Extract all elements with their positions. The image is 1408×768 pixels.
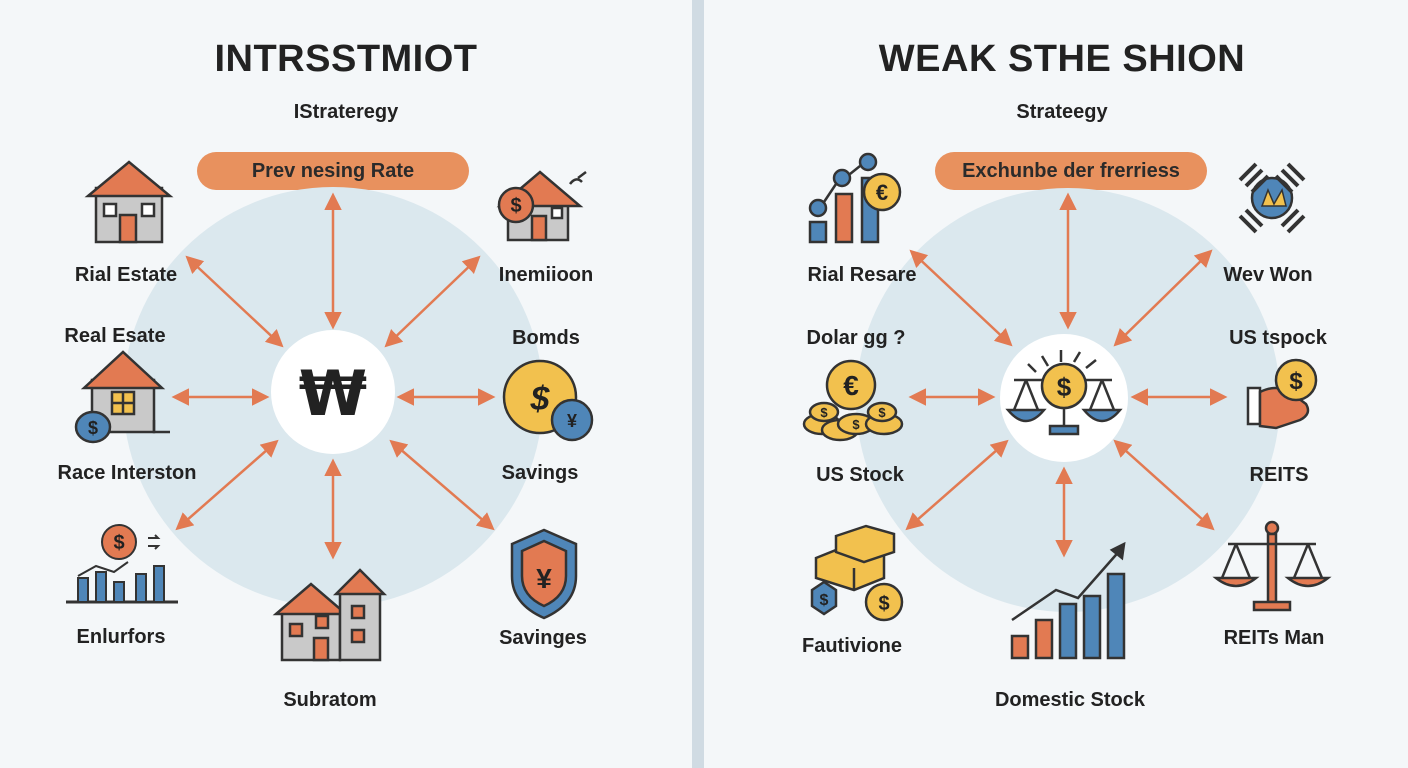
right-arrows	[905, 192, 1228, 558]
right-subtitle: Strateegy	[1016, 101, 1108, 123]
label-race-interest: Race Interston	[57, 462, 197, 484]
svg-text:$: $	[113, 532, 124, 554]
svg-text:$: $	[820, 592, 829, 609]
right-diagram: $ €	[802, 152, 1332, 660]
panel-divider	[692, 0, 704, 768]
hand-coin-icon: $	[1246, 358, 1318, 430]
svg-text:€: €	[876, 180, 888, 205]
buildings-icon	[272, 568, 388, 662]
label-bonds: Bomds	[512, 327, 580, 349]
label-us-stock: US Stock	[816, 464, 904, 486]
svg-text:€: €	[843, 370, 859, 401]
label-inflation: Inemiioon	[498, 264, 594, 286]
svg-text:$: $	[530, 380, 551, 418]
house-icon	[84, 160, 174, 244]
bonds-coins-icon: $ ¥	[502, 359, 594, 442]
left-panel: INTRSSTMIOT IStrateregy Prev nesing Rate…	[0, 0, 692, 768]
label-domestic-stock: Domestic Stock	[994, 689, 1146, 711]
balance-scale-icon	[1212, 520, 1332, 612]
korea-won-emblem-icon	[1238, 162, 1306, 234]
right-title: WEAK STHE SHION	[878, 38, 1246, 80]
svg-text:$: $	[878, 405, 886, 420]
svg-text:$: $	[1289, 368, 1303, 395]
won-icon: ₩	[299, 357, 367, 430]
label-real-estate-mid: Real Esate	[64, 325, 166, 347]
gold-bars-icon: $ $	[810, 524, 904, 622]
svg-text:$: $	[852, 417, 860, 432]
svg-text:$: $	[88, 418, 98, 438]
left-pill-interest-rate: Prev nesing Rate	[197, 152, 469, 190]
left-subtitle: IStrateregy	[293, 101, 399, 123]
coin-stack-icon: € $ $ $	[802, 359, 904, 442]
label-subratom: Subratom	[283, 689, 377, 711]
label-wev-won: Wev Won	[1223, 264, 1313, 286]
euro-chart-icon: €	[808, 152, 902, 244]
label-savinges: Savinges	[499, 627, 587, 649]
house-coin-icon: $	[74, 350, 170, 444]
left-arrows	[171, 192, 496, 560]
label-dolar: Dolar ɡɡ ?	[806, 327, 906, 349]
svg-text:$: $	[1057, 372, 1072, 402]
left-diagram: ₩ $	[66, 160, 594, 662]
label-enlurfors: Enlurfors	[76, 626, 166, 648]
svg-text:$: $	[820, 405, 828, 420]
balance-scale-dollar-icon: $	[1005, 350, 1123, 436]
label-fautivione: Fautivione	[801, 635, 903, 657]
svg-text:$: $	[510, 195, 521, 217]
house-dollar-icon: $	[496, 170, 587, 242]
shield-yen-icon: ¥	[510, 528, 578, 620]
svg-text:$: $	[878, 593, 889, 615]
label-reits-man: REITs Man	[1223, 627, 1325, 649]
left-title: INTRSSTMIOT	[214, 38, 478, 80]
label-savings: Savings	[501, 462, 579, 484]
left-center-circle	[271, 330, 395, 454]
svg-text:¥: ¥	[567, 411, 577, 431]
growth-chart-icon: $	[66, 524, 178, 604]
label-rial-resare: Rial Resare	[807, 264, 917, 286]
svg-text:¥: ¥	[536, 563, 552, 594]
right-panel: WEAK STHE SHION Strateegy Exchunbe der f…	[716, 0, 1408, 768]
label-real-estate-top: Rial Estate	[74, 264, 178, 286]
label-us-tspock: US tspock	[1229, 327, 1327, 349]
label-reits: REITS	[1249, 464, 1309, 486]
right-pill-exchange-rate: Exchunbe der frerriess	[935, 152, 1207, 190]
rising-chart-icon	[1010, 541, 1126, 660]
